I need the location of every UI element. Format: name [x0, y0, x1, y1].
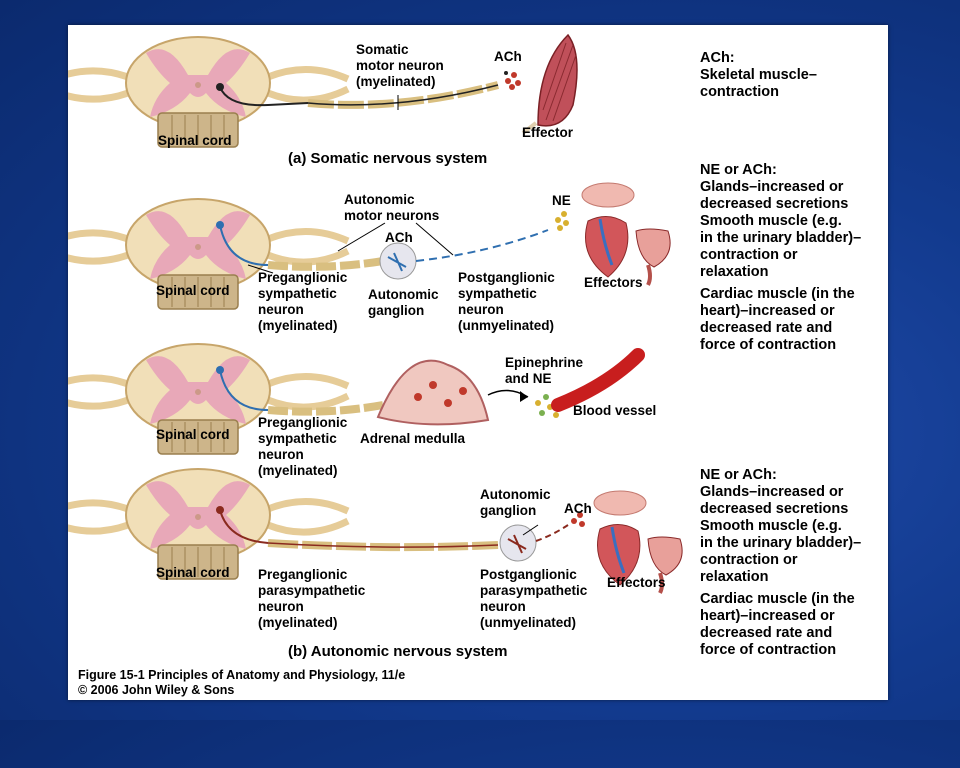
preganglionic-sympathetic-label-2: Preganglionic sympathetic neuron (myelin…: [258, 415, 348, 478]
effector-label: Effector: [522, 125, 574, 140]
side-text-somatic: ACh: Skeletal muscle– contraction: [700, 50, 817, 100]
side-text-sympathetic-cardiac: Cardiac muscle (in the heart)–increased …: [700, 286, 855, 353]
ach-vesicles-para: [571, 512, 585, 527]
postganglionic-sympathetic-label: Postganglionic sympathetic neuron (unmye…: [458, 270, 555, 333]
heading-somatic: (a) Somatic nervous system: [288, 150, 488, 167]
ach-vesicles-a: [504, 71, 521, 90]
effectors-organs-1: [580, 181, 673, 287]
spinal-cord-label-1: Spinal cord: [158, 133, 232, 148]
blood-vessel-label: Blood vessel: [573, 403, 657, 418]
parasympathetic-row: [68, 469, 685, 595]
autonomic-motor-neurons-label: Autonomic motor neurons: [344, 192, 440, 223]
adrenal-medulla-label: Adrenal medulla: [360, 431, 466, 446]
epinephrine-vesicles: [535, 394, 559, 418]
sympathetic-ganglion-row: [68, 181, 673, 309]
epinephrine-ne-label: Epinephrine and NE: [505, 355, 584, 386]
preganglionic-sympathetic-label-1: Preganglionic sympathetic neuron (myelin…: [258, 270, 348, 333]
side-text-parasympathetic-cardiac: Cardiac muscle (in the heart)–increased …: [700, 591, 855, 658]
blood-vessel-shape: [551, 348, 645, 412]
ach-label-a: ACh: [494, 49, 522, 64]
somatic-row: [68, 33, 578, 147]
autonomic-ganglion-label-2: Autonomic ganglion: [480, 487, 551, 518]
side-text-sympathetic: NE or ACh: Glands–increased or decreased…: [700, 162, 862, 280]
somatic-neuron-label: Somatic motor neuron (myelinated): [356, 42, 444, 89]
postganglionic-parasympathetic-label: Postganglionic parasympathetic neuron (u…: [480, 567, 588, 630]
spinal-cord-label-2: Spinal cord: [156, 283, 230, 298]
autonomic-ganglion-label-1: Autonomic ganglion: [368, 287, 439, 318]
heading-autonomic: (b) Autonomic nervous system: [288, 643, 508, 660]
effectors-label-1: Effectors: [584, 275, 643, 290]
ach-ganglion-label: ACh: [385, 230, 413, 245]
spinal-cord-label-4: Spinal cord: [156, 565, 230, 580]
leader-lines: [247, 95, 539, 536]
side-text-parasympathetic: NE or ACh: Glands–increased or decreased…: [700, 467, 862, 585]
adrenal-medulla-shape: [376, 359, 490, 426]
figure-caption: Figure 15-1 Principles of Anatomy and Ph…: [78, 668, 406, 697]
ne-label-1: NE: [552, 193, 571, 208]
adrenal-row: [68, 344, 645, 454]
preganglionic-parasympathetic-label: Preganglionic parasympathetic neuron (my…: [258, 567, 366, 630]
effectors-label-2: Effectors: [607, 575, 666, 590]
nervous-system-diagram: [68, 25, 685, 595]
ne-vesicles-1: [555, 211, 569, 231]
figure-panel: Somatic motor neuron (myelinated) ACh Ef…: [68, 25, 888, 700]
ach-label-para: ACh: [564, 501, 592, 516]
spinal-cord-label-3: Spinal cord: [156, 427, 230, 442]
skeletal-muscle: [537, 33, 578, 127]
